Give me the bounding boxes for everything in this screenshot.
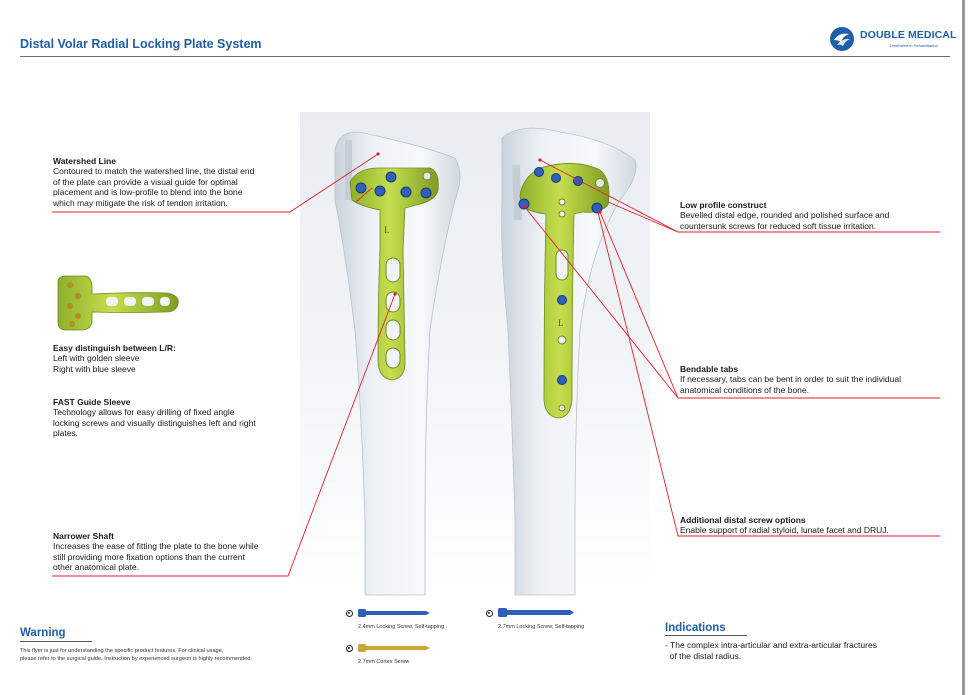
leader-low-profile-2 xyxy=(539,159,679,233)
callout-fast-line: Technology allows for easy drilling of f… xyxy=(53,407,235,418)
callout-low-profile: Low profile construct Bevelled distal ed… xyxy=(680,200,889,231)
warning-title: Warning xyxy=(20,627,66,639)
logo-tagline: Dedicated to Rehabilitation xyxy=(890,43,938,48)
indications-text: - The complex intra-articular and extra-… xyxy=(665,640,877,661)
logo-name: DOUBLE MEDICAL xyxy=(860,29,957,41)
callout-low-profile-title: Low profile construct xyxy=(680,200,767,210)
leader-additional xyxy=(597,211,940,537)
plate-thumbnail xyxy=(57,275,179,331)
indications-title: Indications xyxy=(665,622,726,634)
plate-side-marking-right: L xyxy=(558,318,564,328)
callout-fast-line: plates. xyxy=(53,428,79,439)
leader-bendable-2 xyxy=(523,205,679,399)
header-divider xyxy=(20,56,950,57)
locking-screw-27-icon xyxy=(498,608,574,617)
callout-bendable-line: anatomical conditions of the bone. xyxy=(680,384,810,395)
warning-line: This flyer is just for understanding the… xyxy=(20,648,224,654)
callout-bendable-line: If necessary, tabs can be bent in order … xyxy=(680,374,901,385)
callout-narrower-shaft: Narrower Shaft Increases the ease of fit… xyxy=(53,531,259,573)
screw-label: 2.7mm Locking Screw, Self-tapping xyxy=(498,624,585,630)
callout-distinguish: Easy distinguish between L/R: Left with … xyxy=(53,343,176,374)
callout-distinguish-line: Left with golden sleeve xyxy=(53,353,140,364)
screw-bullet-icon xyxy=(486,610,493,617)
callout-low-profile-line: countersunk screws for reduced soft tiss… xyxy=(680,220,877,231)
warning-line: please refer to the surgical guide. Inst… xyxy=(20,656,252,662)
double-medical-logo-mark-icon xyxy=(830,27,854,51)
cortex-screw-27-icon xyxy=(358,644,430,652)
indications-line: - The complex intra-articular and extra-… xyxy=(665,640,877,650)
callout-low-profile-line: Bevelled distal edge, rounded and polish… xyxy=(680,210,890,221)
screw-bullet-icon xyxy=(346,645,353,652)
callout-watershed: Watershed Line Contoured to match the wa… xyxy=(53,156,254,208)
screw-label: 2.7mm Cortex Screw xyxy=(358,659,410,665)
callout-fast-title: FAST Guide Sleeve xyxy=(53,397,131,407)
callout-watershed-title: Watershed Line xyxy=(53,156,116,166)
callout-watershed-line: of the plate can provide a visual guide … xyxy=(53,176,238,187)
callout-fast-guide: FAST Guide Sleeve Technology allows for … xyxy=(53,397,256,439)
callout-watershed-line: which may mitigate the risk of tendon ir… xyxy=(53,197,228,208)
callout-watershed-line: Contoured to match the watershed line, t… xyxy=(53,166,255,177)
callout-fast-line: locking screws and visually distinguishe… xyxy=(53,417,256,428)
locking-screw-24-icon xyxy=(358,609,430,617)
callout-narrower-line: other anatomical plate. xyxy=(53,562,139,573)
callout-distinguish-title: Easy distinguish between L/R: xyxy=(53,343,176,353)
indications-divider xyxy=(665,635,747,636)
plate-side-marking-left: L xyxy=(384,225,390,235)
callout-narrower-title: Narrower Shaft xyxy=(53,531,114,541)
warning-divider xyxy=(20,641,92,642)
callout-narrower-line: still providing more fixation options th… xyxy=(53,551,245,562)
leader-narrower xyxy=(52,293,396,577)
callout-watershed-line: placement and is low-profile to blend in… xyxy=(53,187,243,198)
callout-distinguish-line: Right with blue sleeve xyxy=(53,363,136,374)
warning-text: This flyer is just for understanding the… xyxy=(20,647,252,663)
indications-line: of the distal radius. xyxy=(665,650,742,661)
screw-label: 2.4mm Locking Screw, Self-tapping xyxy=(358,624,445,630)
callout-additional-screws: Additional distal screw options Enable s… xyxy=(680,515,889,536)
page-edge-bar xyxy=(962,0,965,695)
page-title: Distal Volar Radial Locking Plate System xyxy=(20,37,262,51)
callout-bendable-tabs: Bendable tabs If necessary, tabs can be … xyxy=(680,364,901,395)
leader-watershed xyxy=(52,153,379,213)
leader-lines xyxy=(52,153,940,577)
volar-plate-left xyxy=(349,167,439,381)
leader-fast xyxy=(355,187,373,203)
screw-bullet-icon xyxy=(346,610,353,617)
callout-narrower-line: Increases the ease of fitting the plate … xyxy=(53,541,259,552)
callout-additional-line: Enable support of radial styloid, lunate… xyxy=(680,525,889,536)
callout-additional-title: Additional distal screw options xyxy=(680,515,806,525)
brand-logo: DOUBLE MEDICAL Dedicated to Rehabilitati… xyxy=(829,26,957,54)
callout-bendable-title: Bendable tabs xyxy=(680,364,739,374)
